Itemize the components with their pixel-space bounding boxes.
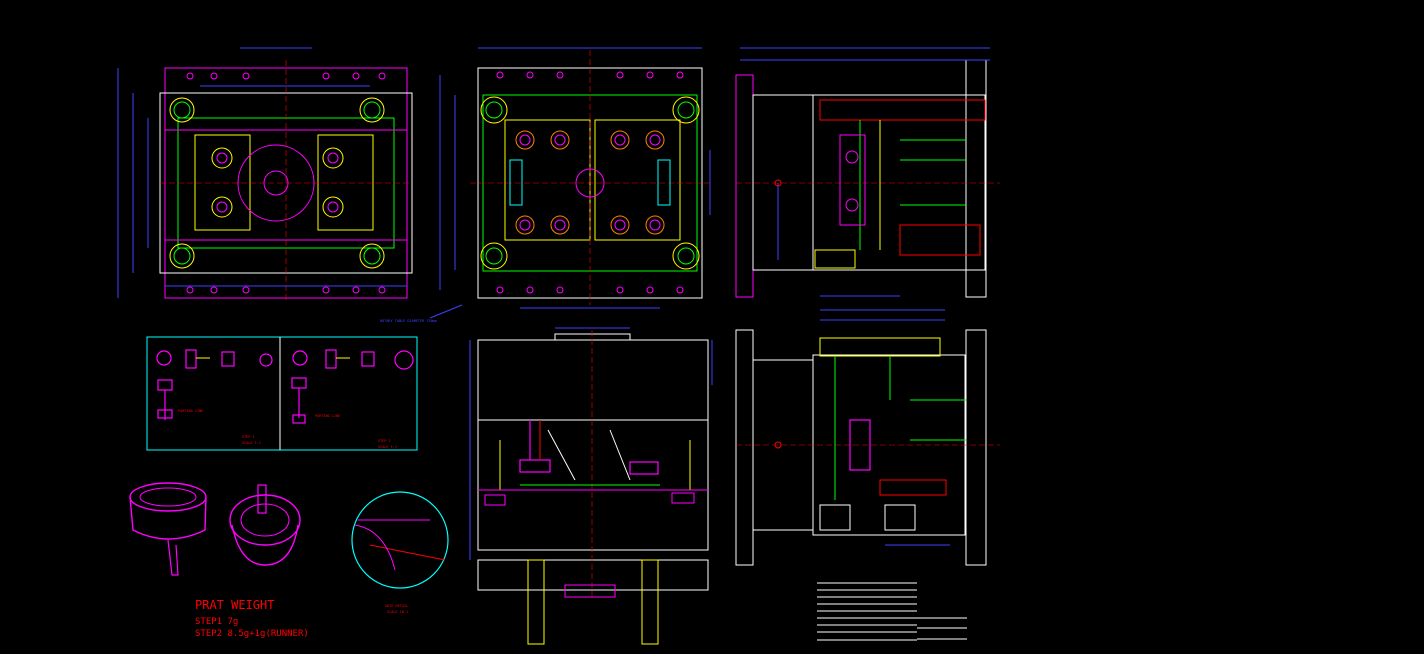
rotary-table-label: ROTARY TABLE DIAMETER 750mm	[380, 319, 437, 323]
parting-line-label-1: PARTING LINE	[178, 409, 203, 413]
part-weight-title: PRAT WEIGHT	[195, 598, 274, 612]
gate-detail-label: GATE DETAIL	[385, 604, 408, 608]
moving-half-plan-view	[429, 47, 712, 319]
step2-caption: STEP 2	[378, 439, 391, 443]
side-section-view-top	[735, 47, 1000, 298]
part-weight-block: PRAT WEIGHT STEP1 7g STEP2 8.5g+1g(RUNNE…	[195, 598, 309, 639]
step-drawings-box: PARTING LINE PARTING LINE STEP 1 SCALE 1…	[146, 336, 418, 451]
part-weight-step2: STEP2 8.5g+1g(RUNNER)	[195, 629, 309, 639]
side-section-view-bottom	[735, 295, 1000, 566]
isometric-part-views: GATE DETAIL SCALE 10:1	[129, 482, 449, 614]
step2-scale: SCALE 1:1	[378, 445, 397, 449]
front-section-view	[469, 327, 713, 645]
step1-scale: SCALE 1:1	[242, 441, 261, 445]
gate-detail-scale: SCALE 10:1	[387, 610, 408, 614]
step1-caption: STEP 1	[242, 435, 255, 439]
part-weight-step1: STEP1 7g	[195, 617, 238, 627]
fixed-half-plan-view	[117, 47, 413, 300]
parting-line-label-2: PARTING LINE	[315, 414, 340, 418]
title-block	[817, 582, 967, 641]
